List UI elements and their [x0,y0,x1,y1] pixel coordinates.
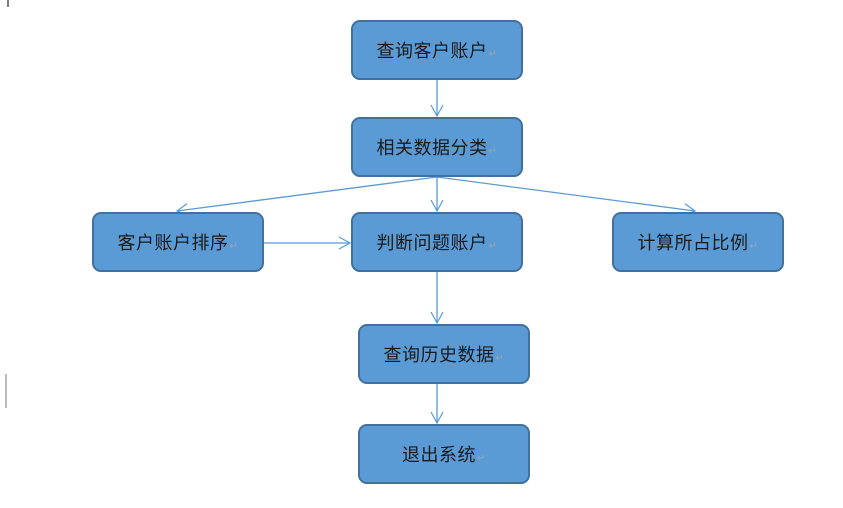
node-label: 判断问题账户 [376,233,488,254]
paragraph-mark-icon: ↵ [488,48,498,60]
node-label: 退出系统 [402,445,477,466]
node-query-customer-account: 查询客户账户↵ [351,20,523,80]
node-label: 计算所占比例 [637,233,749,254]
node-label: 客户账户排序 [117,233,229,254]
paragraph-mark-icon: ↵ [477,452,486,464]
node-exit-system: 退出系统↵ [358,424,530,484]
node-label: 相关数据分类 [376,138,488,159]
paragraph-mark-icon: ↵ [488,145,498,157]
node-judge-problem-accounts: 判断问题账户↵ [351,212,523,272]
node-sort-customer-accounts: 客户账户排序↵ [92,212,264,272]
paragraph-mark-icon: ↵ [495,352,505,364]
node-query-history-data: 查询历史数据↵ [358,324,530,384]
paragraph-mark-icon: ↵ [749,240,759,252]
arrow-classify-to-ratio [436,176,697,217]
node-label: 查询客户账户 [376,41,488,62]
node-classify-related-data: 相关数据分类↵ [351,117,523,177]
node-calculate-ratio: 计算所占比例↵ [612,212,784,272]
node-label: 查询历史数据 [383,345,495,366]
arrow-classify-to-sort [175,176,438,217]
paragraph-mark-icon: ↵ [229,240,239,252]
paragraph-mark-icon: ↵ [488,240,498,252]
